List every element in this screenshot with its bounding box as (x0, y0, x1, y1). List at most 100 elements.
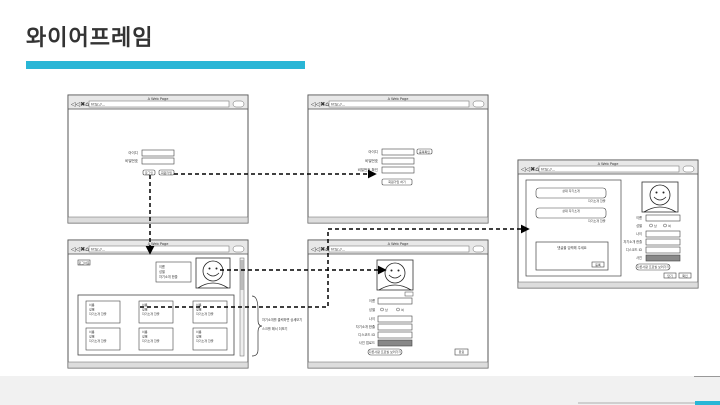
grid-card-text: 자기소개 한줄 (196, 311, 214, 316)
svg-text:사진 업로드: 사진 업로드 (359, 340, 375, 345)
svg-text:자기소개 한줄: 자기소개 한줄 (159, 274, 178, 279)
svg-text:성별: 성별 (159, 269, 165, 274)
svg-text:디스코드 ID: 디스코드 ID (626, 247, 643, 252)
speech-bubble (535, 187, 607, 199)
comment-submit-button[interactable] (591, 261, 605, 268)
svg-text:아이디: 아이디 (368, 149, 378, 154)
grid-card-text: 성별 (196, 307, 202, 312)
close-button[interactable] (663, 272, 677, 279)
speech-bubble (535, 207, 607, 219)
svg-text:◁◁✖⌂: ◁◁✖⌂ (311, 101, 329, 108)
svg-text:완료: 완료 (459, 349, 465, 354)
svg-text:다른사람 프로필 보러가기: 다른사람 프로필 보러가기 (637, 264, 670, 269)
svg-text:댓글을 입력해 주세요: 댓글을 입력해 주세요 (557, 245, 586, 250)
svg-text:디스코드 ID: 디스코드 ID (358, 332, 375, 337)
apply-button[interactable] (454, 348, 469, 356)
browser-window-profile-edit: A Web Page ◁◁✖⌂ http://... 이름 성별 남 여 나이 … (307, 239, 489, 369)
svg-text:다른사람 프로필 보러가기: 다른사람 프로필 보러가기 (369, 349, 402, 354)
login-pw-label: 비밀번호 (125, 158, 139, 163)
grid-card-text: 자기소개 한줄 (142, 338, 160, 343)
signup-id-input[interactable] (381, 148, 415, 156)
svg-text:사진: 사진 (636, 255, 642, 260)
logout-tag[interactable] (77, 259, 91, 266)
svg-text:회원가입 하기: 회원가입 하기 (388, 179, 406, 184)
side-note-1: 자기소개를 클릭하면 상세보기 (262, 317, 302, 322)
svg-text:닫기: 닫기 (667, 273, 673, 278)
svg-text:남: 남 (385, 307, 388, 312)
svg-text:확인: 확인 (682, 273, 688, 278)
footer-band (0, 376, 720, 405)
login-pw-input[interactable] (141, 157, 175, 165)
page-title: 와이어프레임 (26, 26, 154, 51)
svg-text:여: 여 (668, 223, 671, 228)
svg-text:나이: 나이 (369, 316, 375, 321)
dup-check-button[interactable] (416, 148, 433, 155)
svg-text:◁◁✖⌂: ◁◁✖⌂ (521, 166, 539, 173)
svg-text:자기소개 한줄: 자기소개 한줄 (588, 198, 606, 203)
svg-text:상대 자기소개: 상대 자기소개 (562, 208, 580, 213)
grid-card-text: 이름 (196, 329, 202, 334)
ok-button[interactable] (678, 272, 692, 279)
grid-card-text: 성별 (142, 334, 148, 339)
grid-card-text: 자기소개 한줄 (89, 338, 107, 343)
svg-text:로그아웃: 로그아웃 (78, 260, 89, 265)
svg-text:성별: 성별 (369, 307, 375, 312)
browser-window-login: A Web Page ◁◁✖⌂ http://... 아이디 비밀번호 로그인 … (67, 94, 249, 224)
svg-text:중복확인: 중복확인 (419, 149, 430, 154)
grid-card-5[interactable] (192, 327, 228, 351)
grid-card-text: 이름 (196, 302, 202, 307)
search-icon (232, 100, 245, 108)
grid-card-text: 성별 (89, 307, 95, 312)
grid-card-text: 자기소개 한줄 (142, 311, 160, 316)
grid-card-text: 이름 (89, 329, 95, 334)
grid-card-text: 자기소개 한줄 (196, 338, 214, 343)
grid-card-text: 이름 (89, 302, 95, 307)
signup-button-label: 회원가입 (161, 170, 172, 175)
grid-card-text: 자기소개 한줄 (89, 311, 107, 316)
svg-text:나이: 나이 (636, 231, 642, 236)
grid-card-0[interactable] (85, 300, 121, 324)
svg-text:남: 남 (654, 223, 657, 228)
login-button[interactable] (142, 169, 156, 176)
svg-text:비밀번호 확인: 비밀번호 확인 (358, 167, 378, 172)
svg-text:A Web Page: A Web Page (388, 242, 409, 246)
search-icon (682, 165, 695, 173)
grid-card-text: 성별 (89, 334, 95, 339)
svg-text:http://...: http://... (541, 168, 555, 172)
svg-text:◁◁✖⌂: ◁◁✖⌂ (71, 246, 89, 253)
signup-pw-input[interactable] (381, 157, 415, 165)
signup-pw-confirm-input[interactable] (381, 166, 415, 174)
svg-text:자기소개 한줄: 자기소개 한줄 (588, 218, 606, 223)
nav-icons: ◁◁✖⌂ (71, 101, 89, 108)
title-accent-bar (26, 61, 305, 69)
svg-text:성별: 성별 (636, 223, 642, 228)
other-profiles-button[interactable] (367, 348, 403, 356)
svg-text:이름: 이름 (636, 215, 642, 220)
login-id-input[interactable] (141, 149, 175, 157)
search-icon (472, 100, 485, 108)
other-profiles-button[interactable] (635, 263, 671, 271)
browser-window-signup: A Web Page ◁◁✖⌂ http://... 아이디 중복확인 비밀번호… (307, 94, 489, 224)
tab-title: A Web Page (148, 97, 169, 101)
flow-arrows (140, 169, 530, 308)
brace (251, 295, 263, 357)
arrow-card-to-detail (140, 224, 530, 308)
footer-line (578, 402, 720, 404)
svg-text:여: 여 (401, 307, 404, 312)
svg-text:A Web Page: A Web Page (148, 242, 169, 246)
svg-text:◁◁✖⌂: ◁◁✖⌂ (311, 246, 329, 253)
signup-button[interactable] (158, 169, 175, 176)
url-text: http://... (91, 103, 105, 107)
grid-card-3[interactable] (85, 327, 121, 351)
my-profile-card (155, 261, 192, 283)
svg-text:이름: 이름 (369, 298, 375, 303)
signup-submit-button[interactable] (381, 178, 413, 186)
footer-tick (694, 376, 720, 377)
login-id-label: 아이디 (128, 150, 138, 155)
grid-card-text: 이름 (142, 329, 148, 334)
svg-text:자기소개 한줄: 자기소개 한줄 (623, 239, 642, 244)
search-icon (232, 245, 245, 253)
grid-card-4[interactable] (138, 327, 174, 351)
grid-card-text: 성별 (142, 307, 148, 312)
